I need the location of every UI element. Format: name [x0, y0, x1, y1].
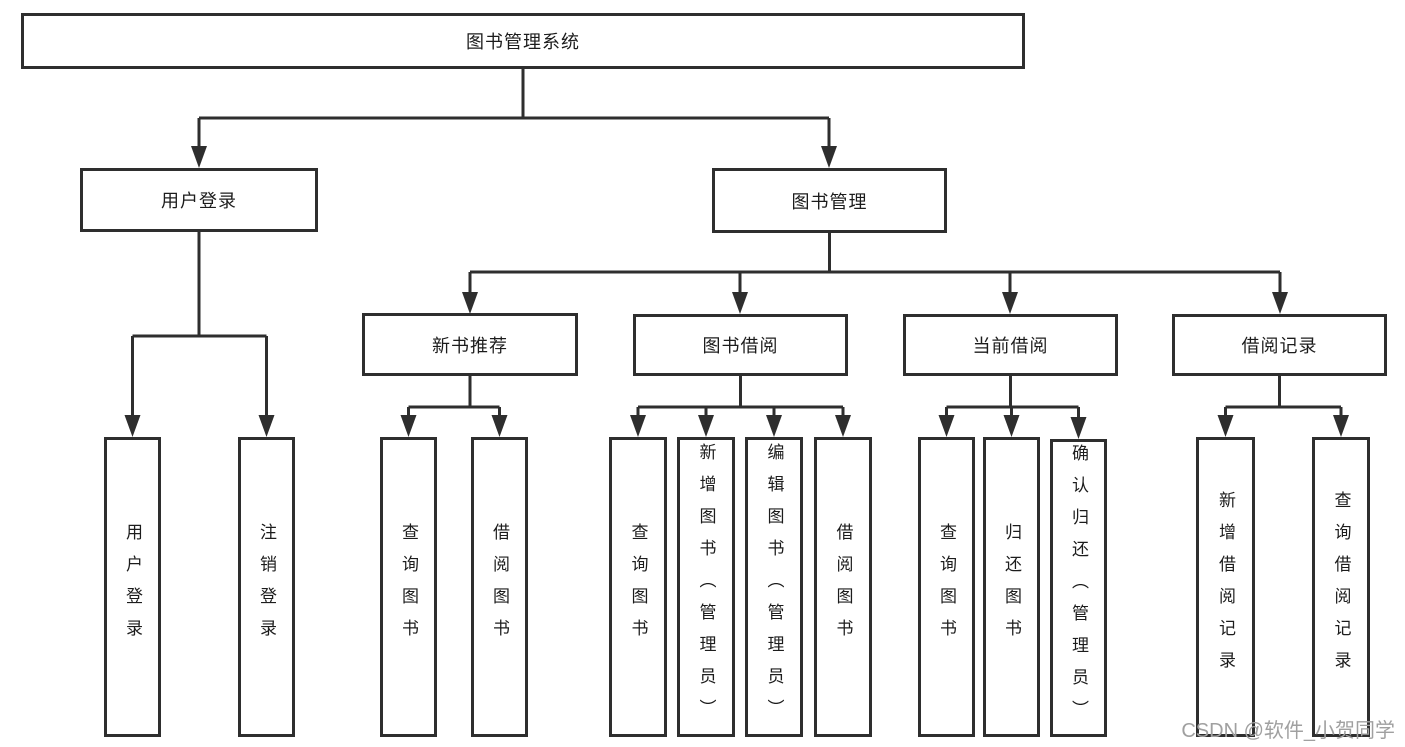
arrowhead-leaf-query1: [400, 415, 417, 437]
leaf-return-book: 归还图书: [983, 437, 1040, 737]
arrowhead-leaf-borrow2: [835, 415, 851, 437]
node-label: 用户登录: [161, 191, 237, 211]
connector-root-to-level2: [197, 68, 831, 150]
leaf-label: 查询图书: [937, 523, 956, 651]
leaf-label: 确认归还（管理员）: [1069, 444, 1088, 732]
arrowhead-leaf-user-login: [124, 415, 141, 437]
leaf-borrow-book-2: 借阅图书: [814, 437, 872, 737]
arrowhead-leaf-logout: [258, 415, 275, 437]
node-label: 图书借阅: [702, 336, 779, 356]
arrowhead-borrow: [732, 292, 748, 314]
node-borrowing-records: 借阅记录: [1172, 314, 1387, 376]
leaf-label: 归还图书: [1002, 523, 1021, 651]
leaf-label: 用户登录: [123, 523, 142, 651]
leaf-query-book-3: 查询图书: [918, 437, 975, 737]
arrowhead-leaf-edit-book: [766, 415, 782, 437]
node-label: 借阅记录: [1241, 336, 1318, 356]
arrowhead-user-login: [191, 146, 207, 168]
node-new-book-recommend: 新书推荐: [362, 313, 578, 376]
connector-record-children: [1224, 376, 1343, 419]
connector-borrow-children: [636, 376, 845, 419]
leaf-query-book-1: 查询图书: [380, 437, 437, 737]
csdn-watermark: CSDN @软件_小贺同学: [1181, 720, 1395, 742]
leaf-label: 借阅图书: [490, 523, 509, 651]
connector-book-mgmt-children: [468, 233, 1282, 296]
connector-user-login-children: [131, 232, 268, 419]
leaf-query-borrow-record: 查询借阅记录: [1312, 437, 1370, 737]
leaf-add-book-admin: 新增图书（管理员）: [677, 437, 735, 737]
arrowhead-leaf-add-rec: [1217, 415, 1234, 437]
leaf-logout: 注销登录: [238, 437, 295, 737]
arrowhead-leaf-return: [1003, 415, 1020, 437]
leaf-label: 查询图书: [399, 523, 418, 651]
arrowhead-new-rec: [462, 292, 478, 314]
leaf-query-book-2: 查询图书: [609, 437, 667, 737]
node-label: 图书管理: [791, 191, 868, 212]
leaf-label: 编辑图书（管理员）: [764, 443, 784, 731]
leaf-add-borrow-record: 新增借阅记录: [1196, 437, 1255, 737]
leaf-label: 注销登录: [257, 523, 276, 651]
node-book-management: 图书管理: [712, 168, 947, 233]
node-library-system: 图书管理系统: [21, 13, 1025, 69]
node-book-borrowing: 图书借阅: [633, 314, 848, 376]
leaf-user-login: 用户登录: [104, 437, 161, 737]
leaf-label: 新增借阅记录: [1216, 491, 1235, 683]
arrowhead-leaf-query3: [938, 415, 955, 437]
leaf-label: 新增图书（管理员）: [696, 443, 716, 731]
leaf-label: 查询图书: [628, 523, 648, 651]
node-current-borrowing: 当前借阅: [903, 314, 1118, 376]
arrowhead-record: [1272, 292, 1288, 314]
leaf-label: 借阅图书: [833, 523, 853, 651]
arrowhead-leaf-confirm: [1070, 417, 1087, 439]
arrowhead-current: [1002, 292, 1018, 314]
arrowhead-book-mgmt: [821, 146, 837, 168]
arrowhead-leaf-borrow1: [491, 415, 508, 437]
arrowhead-leaf-query2: [630, 415, 646, 437]
leaf-borrow-book-1: 借阅图书: [471, 437, 528, 737]
node-label: 图书管理系统: [466, 32, 580, 52]
connector-current-children: [945, 376, 1080, 421]
connector-new-rec-children: [407, 376, 501, 419]
leaf-label: 查询借阅记录: [1331, 491, 1351, 683]
node-label: 新书推荐: [432, 335, 508, 356]
node-label: 当前借阅: [972, 336, 1049, 356]
leaf-edit-book-admin: 编辑图书（管理员）: [745, 437, 803, 737]
leaf-confirm-return-admin: 确认归还（管理员）: [1050, 439, 1107, 737]
arrowhead-leaf-query-rec: [1333, 415, 1349, 437]
node-user-login: 用户登录: [80, 168, 318, 232]
arrowhead-leaf-add-book: [698, 415, 714, 437]
